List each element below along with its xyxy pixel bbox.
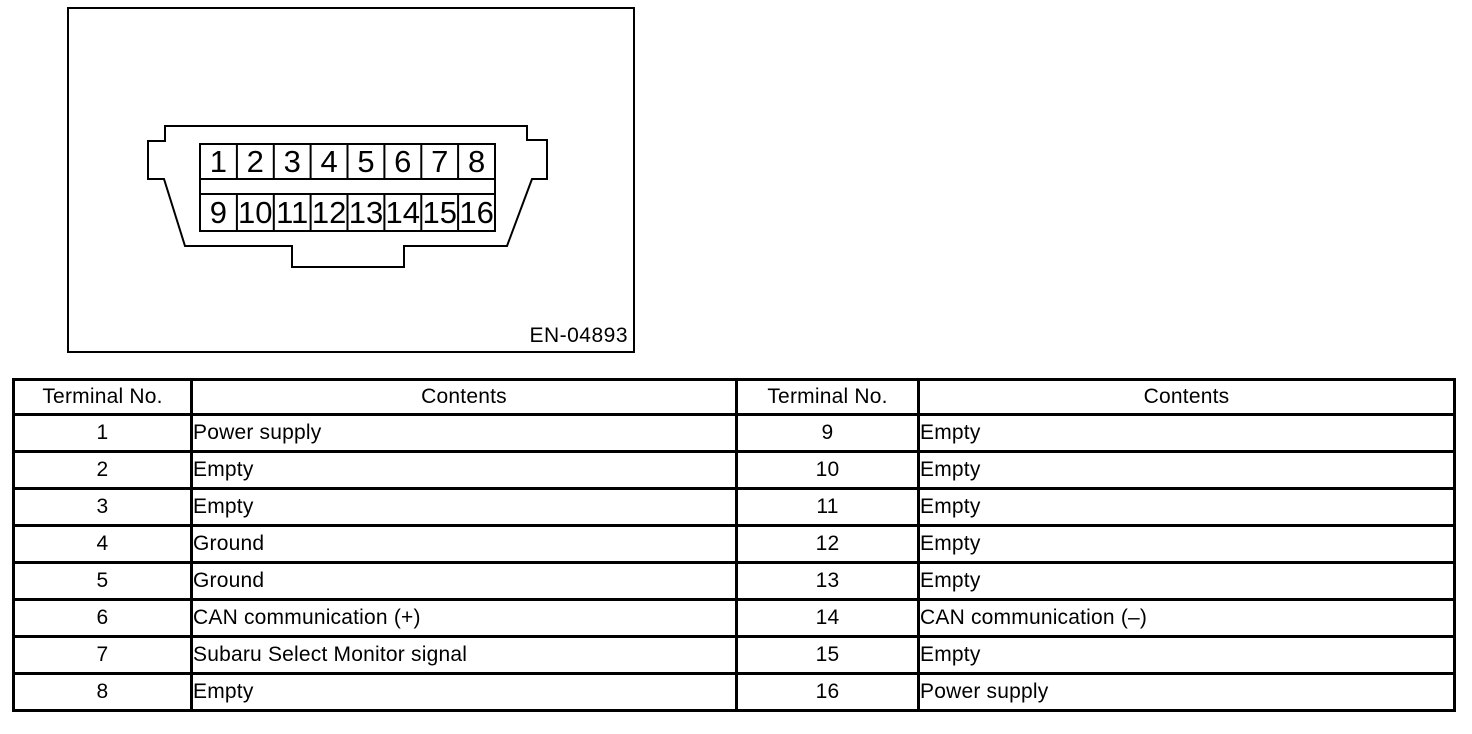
contents-cell: Empty	[190, 450, 738, 490]
pin-number: 16	[459, 195, 493, 230]
terminal-no-cell: 6	[12, 598, 193, 638]
contents-cell: Empty	[917, 635, 1456, 675]
contents-cell: Power supply	[917, 672, 1456, 712]
header-terminal-no-right: Terminal No.	[735, 378, 920, 416]
contents-cell: Ground	[190, 561, 738, 601]
terminal-no-cell: 8	[12, 672, 193, 712]
terminal-no-cell: 1	[12, 413, 193, 453]
contents-cell: Empty	[917, 413, 1456, 453]
terminal-table: Terminal No. Contents Terminal No. Conte…	[12, 378, 1456, 712]
contents-cell: Subaru Select Monitor signal	[190, 635, 738, 675]
contents-cell: CAN communication (+)	[190, 598, 738, 638]
pin-number: 2	[247, 144, 264, 179]
table-row: 1 Power supply 9 Empty	[12, 413, 1456, 453]
pin-number: 10	[238, 195, 272, 230]
header-contents-left: Contents	[190, 378, 738, 416]
contents-cell: Empty	[917, 487, 1456, 527]
terminal-no-cell: 5	[12, 561, 193, 601]
pin-number: 11	[276, 195, 308, 230]
pin-number: 7	[431, 144, 448, 179]
terminal-no-cell: 4	[12, 524, 193, 564]
table-row: 7 Subaru Select Monitor signal 15 Empty	[12, 635, 1456, 675]
contents-cell: Empty	[917, 524, 1456, 564]
terminal-no-cell: 9	[735, 413, 920, 453]
table-row: 5 Ground 13 Empty	[12, 561, 1456, 601]
pin-number: 14	[386, 195, 420, 230]
pin-number: 5	[357, 144, 374, 179]
pin-number: 15	[422, 195, 456, 230]
pin-number: 4	[320, 144, 337, 179]
terminal-no-cell: 12	[735, 524, 920, 564]
header-terminal-no-left: Terminal No.	[12, 378, 193, 416]
obd-connector-diagram: 1 2 3 4 5 6 7 8 9 10 11 12 13 14 15 16	[147, 125, 548, 268]
contents-cell: Empty	[190, 672, 738, 712]
table-row: 3 Empty 11 Empty	[12, 487, 1456, 527]
table-row: 4 Ground 12 Empty	[12, 524, 1456, 564]
terminal-no-cell: 13	[735, 561, 920, 601]
pin-number: 6	[394, 144, 411, 179]
table-row: 6 CAN communication (+) 14 CAN communica…	[12, 598, 1456, 638]
pin-number: 9	[210, 195, 227, 230]
contents-cell: CAN communication (–)	[917, 598, 1456, 638]
figure-code-label: EN-04893	[529, 324, 628, 347]
pin-number: 8	[468, 144, 485, 179]
table-row: 8 Empty 16 Power supply	[12, 672, 1456, 712]
pin-number: 1	[210, 144, 227, 179]
terminal-no-cell: 3	[12, 487, 193, 527]
terminal-no-cell: 11	[735, 487, 920, 527]
table-header-row: Terminal No. Contents Terminal No. Conte…	[12, 378, 1456, 416]
contents-cell: Empty	[917, 561, 1456, 601]
terminal-no-cell: 7	[12, 635, 193, 675]
contents-cell: Empty	[917, 450, 1456, 490]
connector-figure-box: 1 2 3 4 5 6 7 8 9 10 11 12 13 14 15 16 E…	[67, 7, 635, 353]
terminal-no-cell: 14	[735, 598, 920, 638]
pin-number: 3	[284, 144, 301, 179]
table-row: 2 Empty 10 Empty	[12, 450, 1456, 490]
terminal-no-cell: 15	[735, 635, 920, 675]
contents-cell: Power supply	[190, 413, 738, 453]
pin-number: 13	[349, 195, 383, 230]
terminal-no-cell: 16	[735, 672, 920, 712]
terminal-no-cell: 2	[12, 450, 193, 490]
header-contents-right: Contents	[917, 378, 1456, 416]
contents-cell: Ground	[190, 524, 738, 564]
terminal-no-cell: 10	[735, 450, 920, 490]
contents-cell: Empty	[190, 487, 738, 527]
pin-number: 12	[312, 195, 346, 230]
